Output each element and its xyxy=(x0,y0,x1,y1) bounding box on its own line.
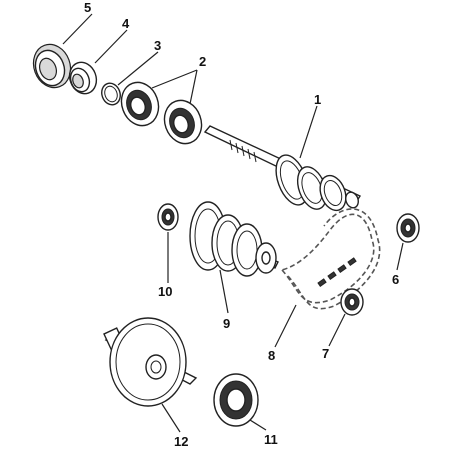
callout-2: 2 xyxy=(199,54,206,69)
part-11-bearing xyxy=(213,373,259,427)
callout-1: 1 xyxy=(314,92,321,107)
callout-11: 11 xyxy=(264,432,278,447)
callout-12: 12 xyxy=(174,434,188,449)
part-1-main-shaft xyxy=(203,125,362,212)
part-9-counter-shaft xyxy=(189,201,279,277)
callout-8: 8 xyxy=(268,348,275,363)
part-3-circlip xyxy=(101,82,121,106)
part-2-bearing-b xyxy=(163,99,203,145)
part-7-bearing xyxy=(340,288,364,316)
part-6-bearing xyxy=(396,213,420,243)
callout-3: 3 xyxy=(154,38,161,53)
part-2-bearing-a xyxy=(120,81,160,127)
callout-9: 9 xyxy=(223,316,230,331)
part-5-seal xyxy=(32,43,72,89)
part-10-bearing xyxy=(157,203,179,231)
leader-lines xyxy=(62,13,404,433)
callout-6: 6 xyxy=(392,272,399,287)
callout-4: 4 xyxy=(122,16,130,31)
part-8-drive-chain xyxy=(280,208,381,310)
part-12-large-gear xyxy=(103,317,198,407)
chain-links xyxy=(317,257,357,287)
callout-10: 10 xyxy=(158,284,172,299)
callout-7: 7 xyxy=(322,346,329,361)
callout-5: 5 xyxy=(84,0,91,15)
part-4-collar xyxy=(68,61,98,95)
